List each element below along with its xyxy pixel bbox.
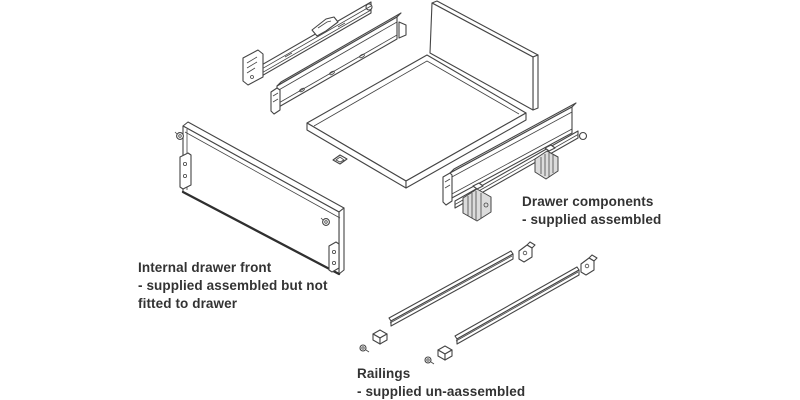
drawer-side-panel bbox=[270, 12, 407, 115]
label-line: - supplied assembled but not bbox=[138, 278, 328, 293]
assembly-front-clip bbox=[442, 172, 453, 206]
railings bbox=[359, 241, 598, 365]
runner-hook-plate bbox=[311, 16, 339, 37]
end-cap-right bbox=[437, 345, 453, 361]
runner-lock-rear bbox=[462, 182, 492, 222]
label-internal-drawer-front: Internal drawer front - supplied assembl… bbox=[138, 259, 328, 313]
railing-right bbox=[454, 266, 580, 345]
runner-mount-bracket bbox=[242, 49, 264, 86]
corner-bracket-right bbox=[580, 254, 598, 276]
back-panel bbox=[429, 0, 539, 111]
front-fixing-screw-left bbox=[174, 131, 184, 140]
rear-hook-bracket bbox=[398, 21, 407, 39]
front-fixing-screw-right bbox=[320, 217, 330, 226]
label-line: Drawer components bbox=[522, 194, 654, 209]
base-fixing-clip bbox=[332, 154, 348, 165]
fixing-screw-left bbox=[359, 344, 370, 353]
front-fixing-clip-right bbox=[328, 241, 340, 273]
corner-bracket-left bbox=[518, 241, 536, 263]
fixing-screw-right bbox=[424, 356, 435, 365]
base-panel bbox=[306, 54, 527, 189]
label-railings: Railings - supplied un-aassembled bbox=[357, 365, 525, 400]
label-line: - supplied un-aassembled bbox=[357, 384, 526, 399]
label-line: Railings bbox=[357, 366, 411, 381]
label-line: fitted to drawer bbox=[138, 296, 238, 311]
label-drawer-components: Drawer components - supplied assembled bbox=[522, 193, 661, 229]
label-line: Internal drawer front bbox=[138, 260, 272, 275]
drawer-runner bbox=[242, 1, 373, 86]
runner-lock-front bbox=[534, 144, 559, 180]
drawer-side-assembly bbox=[442, 102, 588, 222]
railing-left bbox=[388, 250, 514, 327]
label-line: - supplied assembled bbox=[522, 212, 662, 227]
front-clip bbox=[270, 87, 281, 115]
internal-drawer-front bbox=[174, 121, 345, 276]
front-fixing-clip-left bbox=[179, 152, 192, 190]
end-cap-left bbox=[372, 329, 388, 345]
